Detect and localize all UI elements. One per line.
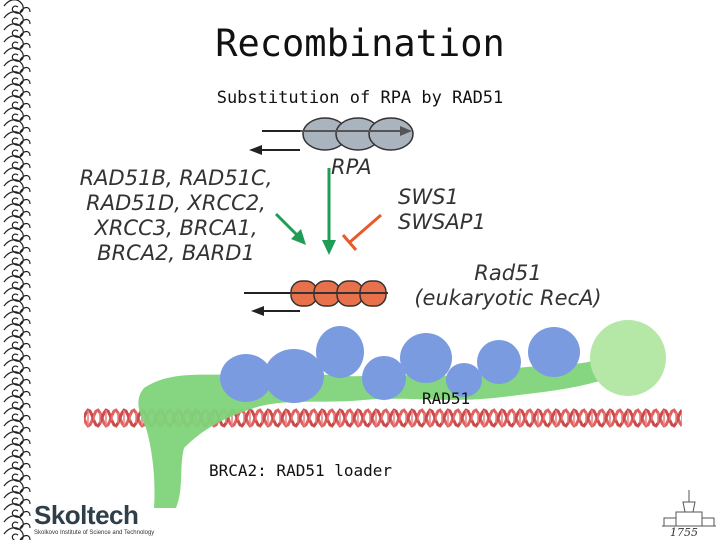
loaders-line: RAD51B, RAD51C, (79, 166, 273, 190)
rad51-protomer (316, 326, 364, 378)
molecular-structure-image (84, 318, 682, 510)
rad51-loaders-list: RAD51B, RAD51C, RAD51D, XRCC2, XRCC3, BR… (66, 166, 286, 266)
rad51-structure-label: RAD51 (422, 389, 471, 408)
university-building-icon (662, 490, 716, 527)
skoltech-logo: Skoltech (34, 500, 139, 531)
loaders-line: XRCC3, BRCA1, (94, 216, 258, 240)
rpa-strand-arrowhead (400, 126, 412, 136)
rad51-protomer (446, 363, 482, 397)
rad51-protomer (528, 327, 580, 377)
rad51-protomer (220, 354, 272, 402)
rad51-label: Rad51 (eukaryotic RecA) (413, 261, 603, 311)
rad51-protomer (362, 356, 406, 400)
ssdna-top-arrowhead (249, 145, 262, 155)
rad51-label-line: Rad51 (474, 261, 542, 285)
logo-subtext: Skolkovo Institute of Science and Techno… (34, 530, 155, 536)
rad51-label-line: (eukaryotic RecA) (414, 286, 602, 310)
slide-title: Recombination (215, 22, 505, 65)
rad51-protomer (477, 340, 521, 384)
loaders-line: BRCA2, BARD1 (97, 241, 255, 265)
swirl-border (3, 0, 31, 540)
inhibitor-line: SWSAP1 (398, 210, 486, 234)
slide-subtitle: Substitution of RPA by RAD51 (216, 88, 504, 108)
rad51-protomer (264, 349, 324, 403)
logo-text: Skoltech (34, 500, 139, 530)
brca2-structure-label: BRCA2: RAD51 loader (209, 461, 393, 480)
rad51-protomer (400, 333, 452, 383)
rpa-label: RPA (331, 155, 372, 179)
inhibitor-line: SWS1 (398, 185, 459, 209)
loader-arrow (274, 212, 300, 238)
substitution-arrowhead (322, 240, 336, 255)
year-label: 1755 (670, 526, 698, 539)
rpa-bead (368, 117, 414, 151)
loader-arrowhead (291, 229, 306, 245)
rad51-filament (220, 326, 580, 403)
inhibitors-list: SWS1 SWSAP1 (398, 185, 486, 235)
inhibition-arrow (349, 213, 382, 244)
ssdna-bottom-arrowhead (251, 306, 264, 316)
inhibition-bar (341, 234, 358, 251)
green-sphere (590, 320, 666, 396)
loaders-line: RAD51D, XRCC2, (86, 191, 266, 215)
